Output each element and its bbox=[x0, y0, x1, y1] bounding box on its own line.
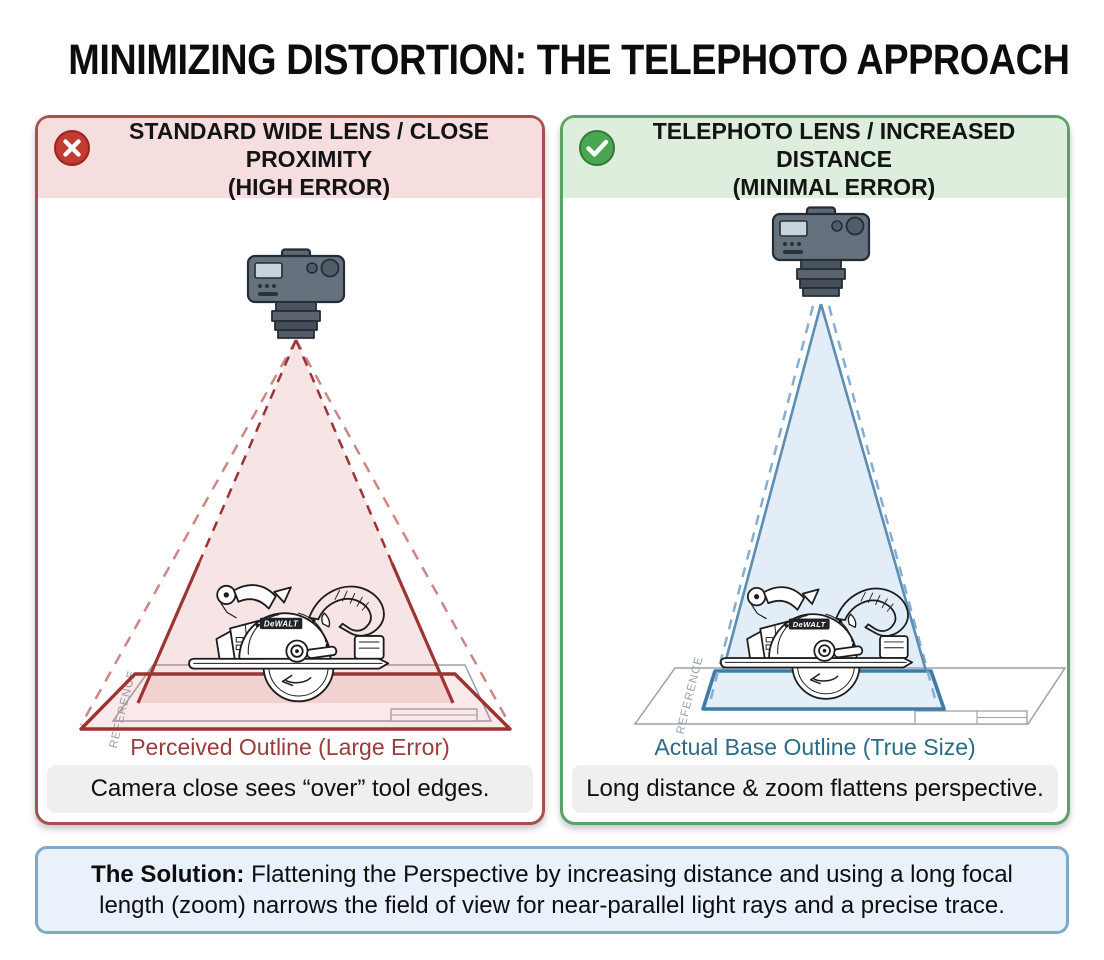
camera-far bbox=[771, 206, 871, 298]
outline-caption: Actual Base Outline (True Size) bbox=[654, 734, 976, 760]
header-line1: TELEPHOTO LENS / INCREASED DISTANCE bbox=[652, 118, 1016, 172]
outer-rays-dashed bbox=[79, 339, 512, 726]
page-title: MINIMIZING DISTORTION: THE TELEPHOTO APP… bbox=[68, 36, 1070, 84]
telephoto-scene: REFERENCE bbox=[633, 206, 1067, 736]
inner-rays bbox=[136, 339, 455, 704]
wide-light-cone bbox=[79, 339, 512, 731]
solution-line2: length (zoom) narrows the field of view … bbox=[99, 892, 1005, 919]
solution-line1: The Solution: Flattening the Perspective… bbox=[91, 861, 1013, 888]
header-line2: (HIGH ERROR) bbox=[227, 174, 391, 200]
panel-telephoto: REFERENCE T bbox=[560, 115, 1070, 825]
paper-sheet: REFERENCE bbox=[633, 655, 1067, 736]
outline-caption: Perceived Outline (Large Error) bbox=[130, 734, 450, 760]
check-circle-icon bbox=[579, 130, 615, 166]
solution-box: The Solution: Flattening the Perspective… bbox=[35, 846, 1069, 934]
panel-footer: Long distance & zoom flattens perspectiv… bbox=[572, 765, 1058, 813]
wide-lens-scene: REFERENCE bbox=[79, 248, 512, 750]
inner-rays-solid bbox=[721, 303, 928, 672]
x-circle-icon bbox=[54, 130, 90, 166]
panel-header-telephoto: TELEPHOTO LENS / INCREASED DISTANCE (MIN… bbox=[563, 118, 1067, 200]
panel-wide-lens: REFERENCE bbox=[35, 115, 545, 825]
camera-close bbox=[246, 248, 346, 340]
solution-label: The Solution: bbox=[91, 861, 245, 888]
panel-header-wide: STANDARD WIDE LENS / CLOSE PROXIMITY (HI… bbox=[38, 118, 542, 200]
panel-footer: Camera close sees “over” tool edges. bbox=[47, 765, 533, 813]
outer-rays-dashed bbox=[707, 305, 939, 707]
header-line2: (MINIMAL ERROR) bbox=[732, 174, 936, 200]
header-line1: STANDARD WIDE LENS / CLOSE PROXIMITY bbox=[129, 118, 489, 172]
